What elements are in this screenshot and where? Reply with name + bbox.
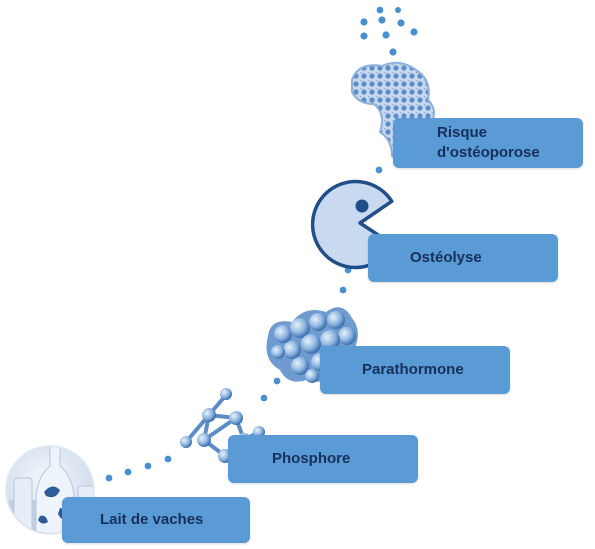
step-box-parathormone: Parathormone bbox=[320, 346, 510, 394]
step-box-phosphore: Phosphore bbox=[228, 435, 418, 483]
step-box-osteolyse: Ostéolyse bbox=[368, 234, 558, 282]
step-label-parathormone: Parathormone bbox=[362, 360, 464, 378]
step-label-osteolyse: Ostéolyse bbox=[410, 248, 482, 266]
step-box-lait-de-vaches: Lait de vaches bbox=[62, 497, 250, 543]
step-box-risque-osteoporose: Risque d'ostéoporose bbox=[393, 118, 583, 168]
step-label-lait-de-vaches: Lait de vaches bbox=[100, 510, 204, 528]
step-label-risque-osteoporose: Risque d'ostéoporose bbox=[437, 123, 540, 161]
step-label-phosphore: Phosphore bbox=[272, 449, 351, 467]
